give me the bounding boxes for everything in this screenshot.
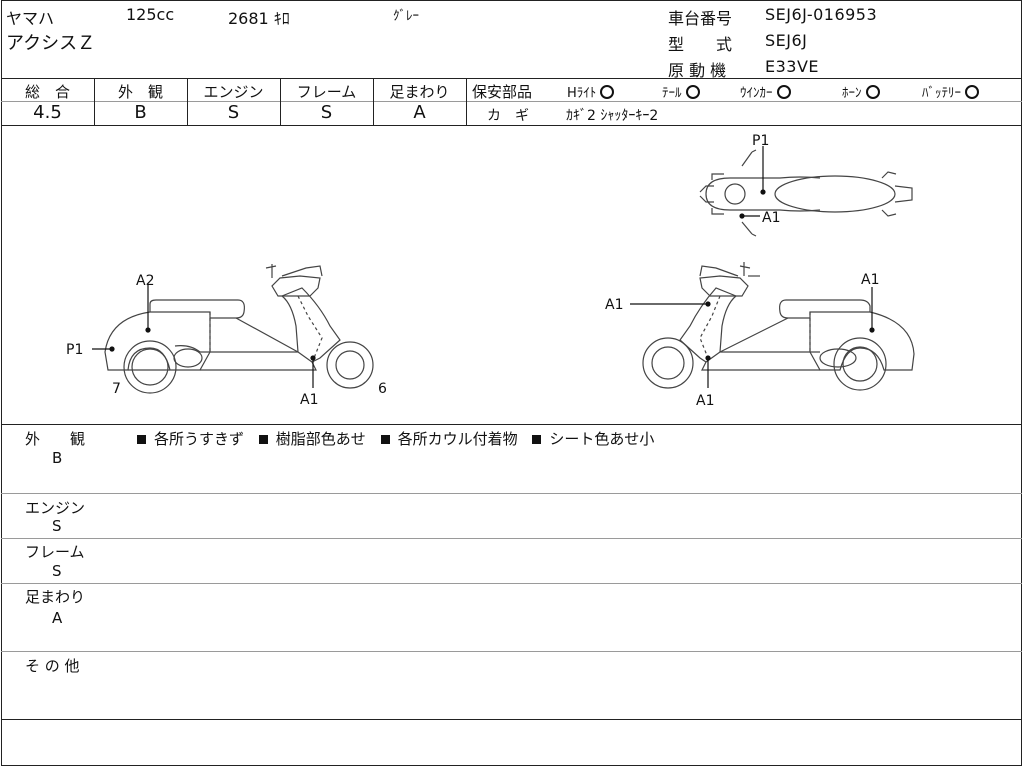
- remarks-suspension-label: 足まわり: [25, 588, 86, 606]
- remarks-engine-label: エンジン: [25, 499, 86, 517]
- key-label: カ ギ: [487, 108, 529, 124]
- damage-diagram: A2 P1 7 6 A1 P1 A1 A1 A1 A1: [66, 133, 915, 409]
- safety-mid-rule: [466, 101, 1022, 102]
- remarks-suspension-grade: A: [52, 609, 63, 627]
- remarks-engine-grade: S: [52, 517, 62, 535]
- winker-item: ｳｲﾝｶｰ: [740, 82, 791, 101]
- frame-no: SEJ6J-016953: [765, 5, 878, 24]
- note-item: 各所うすきず: [154, 430, 245, 448]
- scooter-top-view: [699, 149, 913, 237]
- mark-left-7: 7: [112, 381, 121, 397]
- mark-left-p1: P1: [66, 342, 83, 358]
- taillight-item: ﾃｰﾙ: [662, 82, 700, 101]
- color: ｸﾞﾚｰ: [393, 9, 419, 24]
- key-value: ｶｷﾞ2 ｼｬｯﾀｰｷｰ2: [566, 108, 659, 124]
- engine-model-label: 原 動 機: [668, 61, 727, 80]
- remarks-frame-grade: S: [52, 562, 62, 580]
- score-divider: [466, 78, 467, 125]
- maker: ヤマハ: [6, 9, 55, 28]
- mark-top-p1: P1: [752, 133, 769, 149]
- score-divider: [373, 78, 374, 125]
- remarks-exterior-grade: B: [52, 449, 63, 467]
- check-circle-icon: [965, 85, 979, 99]
- model-name: アクシスＺ: [6, 33, 96, 54]
- bullet-square-icon: [380, 435, 390, 444]
- mark-left-a1: A1: [300, 392, 318, 408]
- overall-label: 総 合: [24, 83, 70, 101]
- horn-item: ﾎｰﾝ: [842, 82, 880, 101]
- check-circle-icon: [600, 85, 615, 99]
- bullet-square-icon: [137, 435, 146, 444]
- bullet-square-icon: [532, 435, 542, 444]
- mark-right-a1-bottom: A1: [696, 393, 714, 409]
- remarks-rule: [1, 583, 1022, 584]
- remarks-rule: [1, 651, 1022, 652]
- score-divider: [187, 78, 188, 125]
- exterior-label: 外 観: [117, 83, 163, 101]
- remarks-other-label: そ の 他: [25, 657, 80, 675]
- score-mid-rule: [1, 101, 466, 102]
- score-top-rule: [1, 78, 1022, 79]
- engine-score: S: [227, 102, 240, 123]
- suspension-label: 足まわり: [389, 83, 450, 101]
- note-item: 各所カウル付着物: [397, 430, 518, 448]
- mark-right-a1-front: A1: [605, 297, 623, 313]
- check-circle-icon: [865, 85, 880, 99]
- remarks-rule: [1, 538, 1022, 539]
- remarks-rule: [1, 493, 1022, 494]
- mileage: 2681 ｷﾛ: [228, 9, 290, 28]
- bullet-square-icon: [258, 435, 268, 444]
- frame-score: S: [320, 102, 333, 123]
- remarks-bottom-rule: [1, 719, 1022, 720]
- headlight-item: Hﾗｲﾄ: [567, 82, 615, 101]
- type-value: SEJ6J: [765, 31, 808, 50]
- mark-left-a2: A2: [136, 273, 154, 289]
- suspension-score: A: [413, 102, 426, 123]
- mark-top-a1: A1: [762, 210, 780, 226]
- engine-model-value: E33VE: [765, 57, 820, 76]
- remarks-frame-label: フレーム: [25, 543, 85, 561]
- remarks-exterior-label: 外 観: [25, 430, 86, 448]
- exterior-notes: 各所うすきず 樹脂部色あせ 各所カウル付着物 シート色あせ小: [137, 428, 654, 449]
- check-circle-icon: [776, 85, 791, 99]
- safety-label: 保安部品: [472, 83, 533, 101]
- battery-item: ﾊﾞｯﾃﾘｰ: [922, 82, 979, 101]
- engine-label: エンジン: [203, 83, 264, 101]
- mark-right-a1-rear: A1: [861, 272, 879, 288]
- score-bottom-rule: [1, 125, 1022, 126]
- mark-left-6: 6: [378, 381, 387, 397]
- note-item: 樹脂部色あせ: [275, 430, 366, 448]
- displacement: 125cc: [126, 5, 175, 24]
- scooter-left-view: [104, 264, 374, 394]
- score-divider: [94, 78, 95, 125]
- note-item: シート色あせ小: [549, 430, 655, 448]
- exterior-score: B: [134, 102, 147, 123]
- frame-no-label: 車台番号: [668, 9, 733, 28]
- scooter-right-view: [642, 262, 915, 391]
- check-circle-icon: [685, 85, 700, 99]
- overall-score: 4.5: [33, 102, 62, 123]
- score-divider: [280, 78, 281, 125]
- frame-label: フレーム: [296, 83, 357, 101]
- remarks-top-rule: [1, 424, 1022, 425]
- type-label: 型 式: [668, 35, 733, 54]
